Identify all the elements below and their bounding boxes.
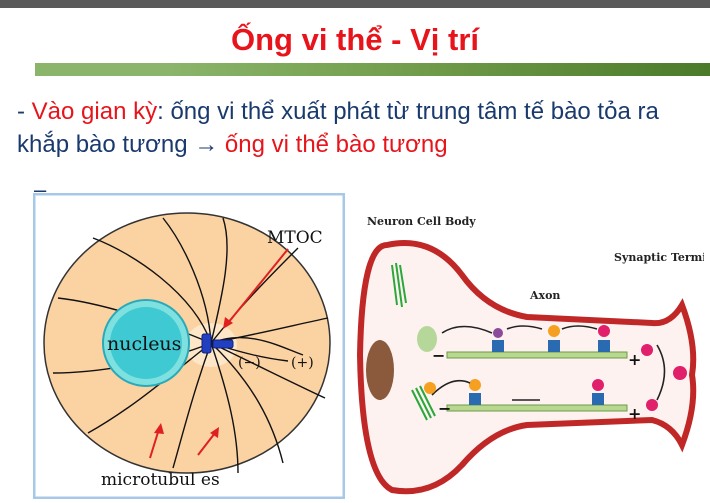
centriole-icon <box>201 333 212 354</box>
nucleus-label: nucleus <box>107 333 181 355</box>
centriole-icon <box>212 339 234 349</box>
top-bar <box>0 0 710 8</box>
microtubule-arrow-2 <box>197 432 216 456</box>
mtoc-arrowhead <box>223 317 233 329</box>
vesicle-pink <box>646 399 658 411</box>
track1-plus: + <box>628 350 641 369</box>
synaptic-terminal-label: Synaptic Terminal <box>614 251 704 264</box>
vesicle-left <box>417 326 437 352</box>
bullet-body: ống vi thể xuất phát từ trung tâm tế bào… <box>17 98 659 158</box>
cell-body-nucleus <box>366 340 394 400</box>
title-underline <box>35 63 710 76</box>
microtubule-arrowhead-2 <box>210 427 219 438</box>
golgi-bottom <box>411 385 436 421</box>
track2-minus: − <box>438 399 451 418</box>
bullet-text: - Vào gian kỳ: ống vi thể xuất phát từ t… <box>17 95 707 161</box>
plus-label: (+) <box>291 355 314 371</box>
axon-label: Axon <box>529 289 560 302</box>
cell-body-label: Neuron Cell Body <box>367 215 476 228</box>
motor-proteins-track2 <box>469 379 604 405</box>
mtoc-label: MTOC <box>267 228 323 248</box>
track1-minus: − <box>432 346 445 365</box>
slide-title: Ống vi thể - Vị trí <box>230 22 479 57</box>
cell-microtubule-diagram: nucleus MTOC (−) (+) microtubul es <box>33 193 345 499</box>
vesicle-pink <box>673 366 687 380</box>
microtubule-arrow-1 <box>149 428 160 459</box>
microtubules-label: microtubul es <box>101 470 220 490</box>
vesicle-orange <box>424 382 436 394</box>
bullet-term: Vào gian kỳ <box>31 98 158 125</box>
neuron-transport-diagram: Neuron Cell Body Synaptic Terminal Axon … <box>356 215 704 495</box>
transport-arrows <box>431 325 666 401</box>
golgi-top <box>391 262 407 308</box>
microtubule-arrowhead-1 <box>154 423 164 434</box>
vesicle-pink <box>641 344 653 356</box>
neuron-outline <box>356 240 697 495</box>
microtubule-track-2 <box>446 404 628 412</box>
bullet-prefix: - <box>17 98 32 125</box>
motor-proteins-track1 <box>492 325 610 352</box>
microtubule-track-1 <box>446 351 628 359</box>
nucleus-inner <box>110 307 182 379</box>
minus-label: (−) <box>238 355 261 371</box>
track2-plus: + <box>628 404 641 423</box>
bullet-result: ống vi thể bào tương <box>218 131 448 158</box>
bullet-colon: : <box>157 98 171 125</box>
mtoc-arrow <box>227 248 289 324</box>
arrow-icon: → <box>194 131 219 158</box>
